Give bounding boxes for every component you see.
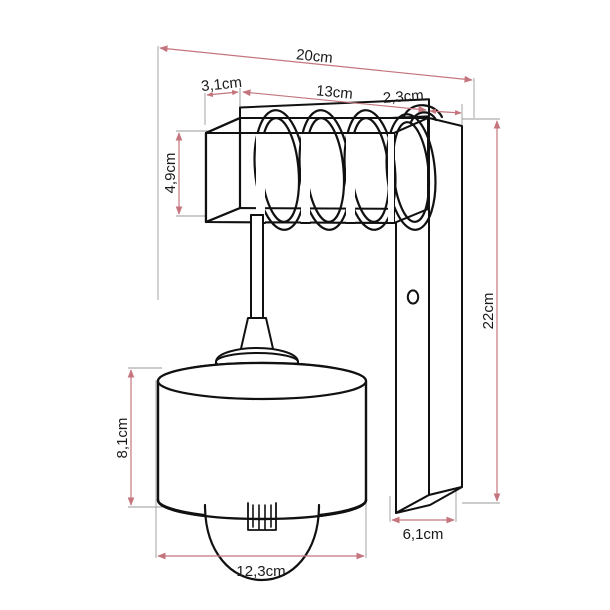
dimension-labels: 20cm 3,1cm 13cm 2,3cm 4,9cm 22cm 8,1cm 1… [114,46,497,580]
dim-label-20cm: 20cm [295,46,333,67]
wall-mount-plate [395,117,463,514]
dim-label-81cm: 8,1cm [114,418,131,459]
dim-line-13cm [242,89,427,113]
dim-label-23cm: 2,3cm [382,87,424,107]
arm-front-overlay [255,132,395,224]
dim-label-123cm: 12,3cm [236,563,285,580]
mounting-hole [406,289,420,305]
light-bulb [156,498,368,582]
dim-label-31cm: 3,1cm [200,74,242,95]
dim-line-20cm [159,45,473,83]
dim-label-13cm: 13cm [315,82,353,102]
drum-shade [156,361,368,521]
dim-label-22cm: 22cm [480,293,497,330]
dim-line-23cm [429,108,462,116]
rectangular-arm [204,98,430,224]
dim-label-61cm: 6,1cm [403,526,444,543]
dimension-lines [127,45,501,560]
dim-line-31cm [206,89,239,98]
lamp-product-outline [156,98,463,582]
dim-label-49cm: 4,9cm [162,153,179,194]
suspension-rod [250,214,264,319]
